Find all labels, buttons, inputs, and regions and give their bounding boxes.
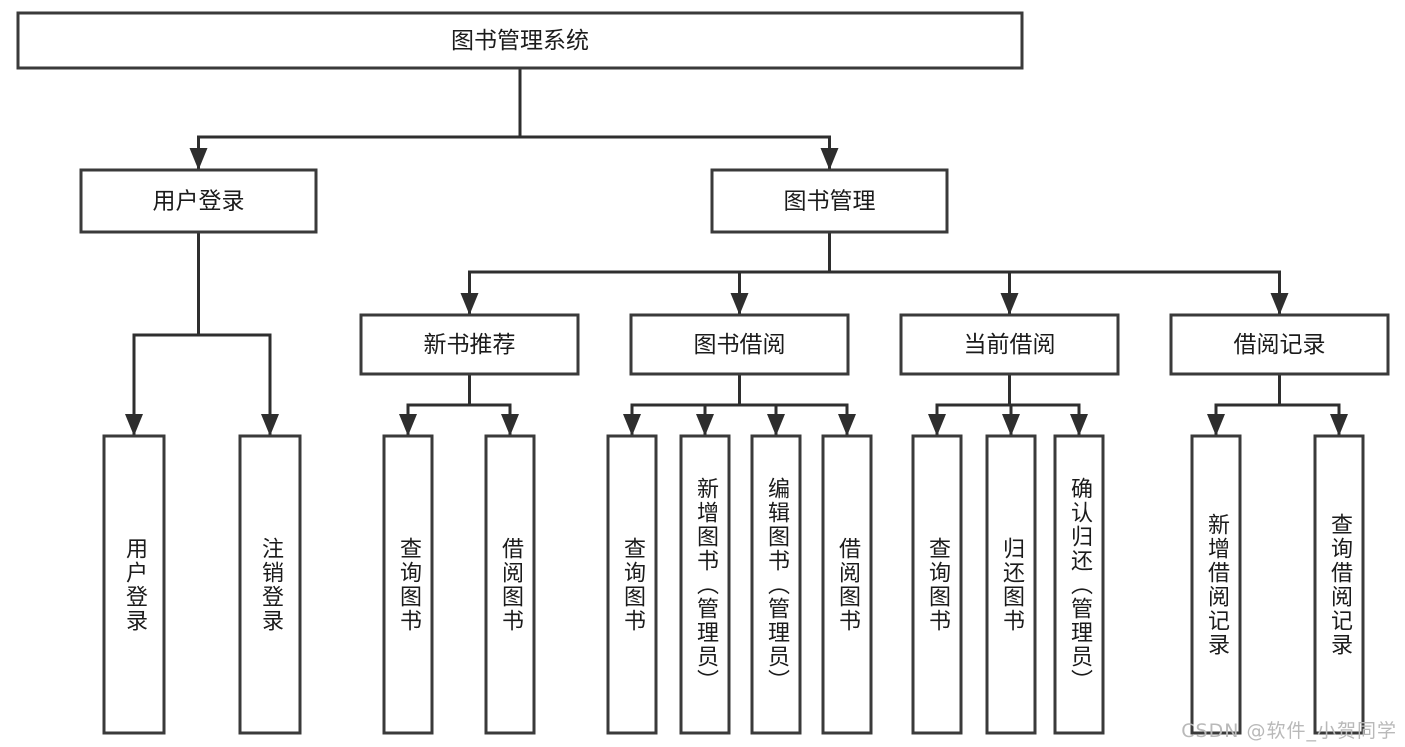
arrow-head-icon — [1207, 414, 1225, 436]
leaf-node-leaf-query-book-borrow[interactable] — [606, 434, 658, 735]
node-current-borrow[interactable]: 当前借阅 — [899, 313, 1120, 376]
node-label: 图书管理 — [784, 189, 876, 215]
arrow-head-icon — [261, 414, 279, 436]
node-book-manage[interactable]: 图书管理 — [710, 168, 949, 234]
arrow-head-icon — [1000, 293, 1019, 315]
connector-layer — [125, 66, 1348, 436]
node-label: 新书推荐 — [424, 332, 516, 358]
leaf-node-leaf-return-book[interactable] — [985, 434, 1037, 735]
leaf-node-leaf-user-login[interactable] — [102, 434, 166, 735]
arrow-head-icon — [1002, 414, 1020, 436]
leaf-node-leaf-add-book[interactable] — [679, 434, 731, 735]
node-book-borrow[interactable]: 图书借阅 — [629, 313, 850, 376]
node-label: 借阅记录 — [1234, 332, 1326, 358]
node-label: 图书管理系统 — [451, 28, 589, 54]
watermark-text: CSDN @软件_小贺同学 — [1181, 720, 1397, 742]
node-label: 图书借阅 — [694, 332, 786, 358]
leaf-node-leaf-borrow-book[interactable] — [821, 434, 873, 735]
leaf-node-leaf-query-book-current[interactable] — [911, 434, 963, 735]
leaf-node-leaf-query-record[interactable] — [1313, 434, 1365, 735]
leaf-node-leaf-confirm-return[interactable] — [1053, 434, 1105, 735]
arrow-head-icon — [928, 414, 946, 436]
node-label: 当前借阅 — [964, 332, 1056, 358]
arrow-head-icon — [730, 293, 749, 315]
arrow-head-icon — [1330, 414, 1348, 436]
node-borrow-record[interactable]: 借阅记录 — [1169, 313, 1390, 376]
arrow-head-icon — [696, 414, 714, 436]
node-user-login[interactable]: 用户登录 — [79, 168, 318, 234]
arrow-head-icon — [399, 414, 417, 436]
arrow-head-icon — [820, 148, 839, 170]
arrow-head-icon — [623, 414, 641, 436]
node-label: 用户登录 — [153, 189, 245, 215]
arrow-head-icon — [1070, 414, 1088, 436]
arrow-head-icon — [1270, 293, 1289, 315]
node-new-book-rec[interactable]: 新书推荐 — [359, 313, 580, 376]
leaf-node-leaf-logout[interactable] — [238, 434, 302, 735]
node-root[interactable]: 图书管理系统 — [16, 11, 1024, 70]
arrow-head-icon — [501, 414, 519, 436]
arrow-head-icon — [767, 414, 785, 436]
leaf-node-leaf-edit-book[interactable] — [750, 434, 802, 735]
arrow-head-icon — [838, 414, 856, 436]
leaf-node-leaf-query-book-rec[interactable] — [382, 434, 434, 735]
arrow-head-icon — [189, 148, 208, 170]
arrow-head-icon — [460, 293, 479, 315]
leaf-node-leaf-borrow-book-rec[interactable] — [484, 434, 536, 735]
leaf-node-leaf-add-record[interactable] — [1190, 434, 1242, 735]
arrow-head-icon — [125, 414, 143, 436]
